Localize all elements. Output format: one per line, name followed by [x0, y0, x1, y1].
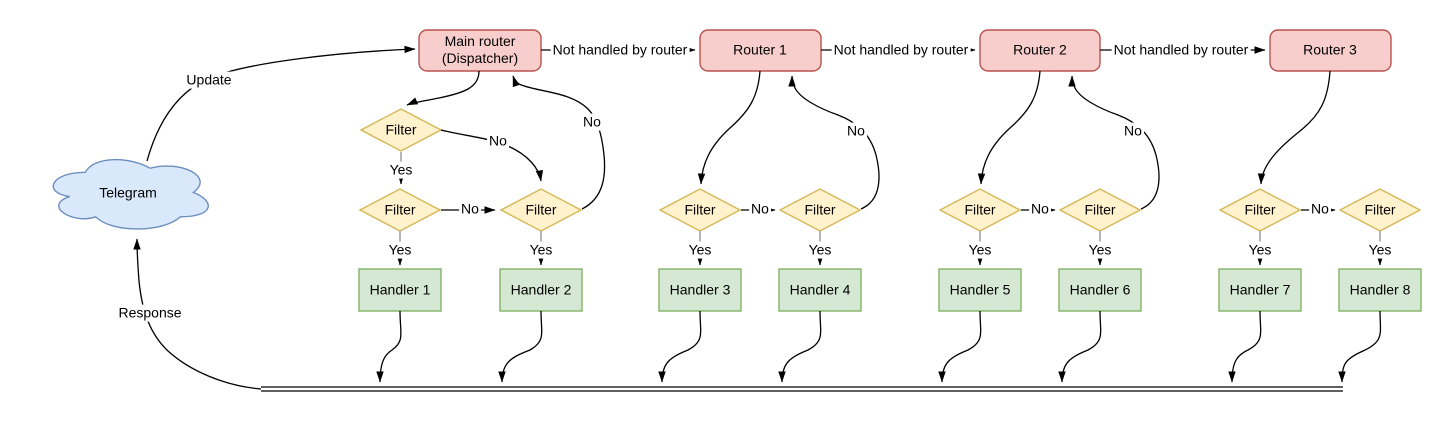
edge-handler4-response [778, 310, 822, 383]
router-label-1: Router 1 [733, 41, 787, 58]
filter-diamond [938, 188, 1022, 232]
filter-label: Filter [385, 121, 417, 138]
router-label-3: Router 3 [1303, 41, 1357, 58]
edge-loop-router1 [788, 75, 880, 210]
yes-label: Yes [686, 241, 714, 259]
yes-label: Yes [386, 241, 414, 259]
handler-label-7: Handler 7 [1229, 281, 1291, 298]
node-handler-6 [1058, 268, 1142, 312]
node-handler-2 [499, 268, 583, 312]
edge-response [133, 238, 262, 390]
node-handler-7 [1218, 268, 1302, 312]
no-label: No [459, 200, 481, 218]
edge-handler5-response [938, 310, 982, 383]
no-label: No [749, 200, 771, 218]
edge-router1-to-filter [697, 70, 761, 185]
filter-label: Filter [1084, 201, 1116, 218]
router-label-main: Main router (Dispatcher) [441, 33, 519, 66]
telegram-cloud [52, 158, 209, 230]
edge-handler2-response [498, 310, 543, 383]
filter-diamond [1338, 188, 1422, 232]
filter-diamond [499, 188, 583, 232]
filter-label: Filter [684, 201, 716, 218]
filter-label: Filter [964, 201, 996, 218]
handler-label-1: Handler 1 [369, 281, 431, 298]
filter-diamond [778, 188, 862, 232]
handler-label-5: Handler 5 [949, 281, 1011, 298]
yes-label: Yes [1086, 241, 1114, 259]
filter-label: Filter [384, 201, 416, 218]
filter-diamond [358, 188, 442, 232]
no-label: No [581, 113, 603, 131]
edge-router2-to-filter [977, 70, 1041, 185]
filter-diamond [1218, 188, 1302, 232]
edge-update [146, 45, 416, 162]
filter-diamond [658, 188, 742, 232]
handler-label-3: Handler 3 [669, 281, 731, 298]
edge-dispatcher-to-filter [406, 70, 480, 106]
filter-diamond [1058, 188, 1142, 232]
cloud-label: Telegram [99, 184, 157, 201]
no-label: No [1122, 122, 1144, 140]
handler-label-8: Handler 8 [1349, 281, 1411, 298]
node-handler-4 [778, 268, 862, 312]
update-edge-label: Update [184, 71, 234, 89]
edge-handler8-response [1338, 310, 1382, 383]
filter-label: Filter [804, 201, 836, 218]
not-handled-label: Not handled by router [1111, 41, 1251, 59]
yes-label: Yes [1366, 241, 1394, 259]
edge-loop-router2 [1068, 75, 1160, 210]
node-router-3 [1269, 29, 1392, 72]
edge-handler7-response [1228, 310, 1262, 383]
handler-label-6: Handler 6 [1069, 281, 1131, 298]
filter-label: Filter [1364, 201, 1396, 218]
edge-handler6-response [1058, 310, 1102, 383]
edge-loop-main [512, 75, 606, 210]
filter-label: Filter [525, 201, 557, 218]
handler-label-2: Handler 2 [510, 281, 572, 298]
no-label: No [1309, 200, 1331, 218]
no-label: No [845, 122, 867, 140]
filter-label: Filter [1244, 201, 1276, 218]
yes-label: Yes [387, 161, 415, 179]
edge-handler1-response [376, 310, 402, 383]
yes-label: Yes [1246, 241, 1274, 259]
node-handler-3 [658, 268, 742, 312]
node-handler-1 [358, 268, 442, 312]
no-label: No [487, 132, 509, 150]
edge-handler3-response [658, 310, 702, 383]
handler-label-4: Handler 4 [789, 281, 851, 298]
yes-label: Yes [527, 241, 555, 259]
router-label-2: Router 2 [1013, 41, 1067, 58]
node-handler-8 [1338, 268, 1422, 312]
not-handled-label: Not handled by router [550, 41, 690, 59]
response-edge-label: Response [116, 304, 184, 322]
yes-label: Yes [806, 241, 834, 259]
yes-label: Yes [966, 241, 994, 259]
edge-router3-to-filter [1257, 70, 1331, 185]
no-label: No [1029, 200, 1051, 218]
not-handled-label: Not handled by router [831, 41, 971, 59]
